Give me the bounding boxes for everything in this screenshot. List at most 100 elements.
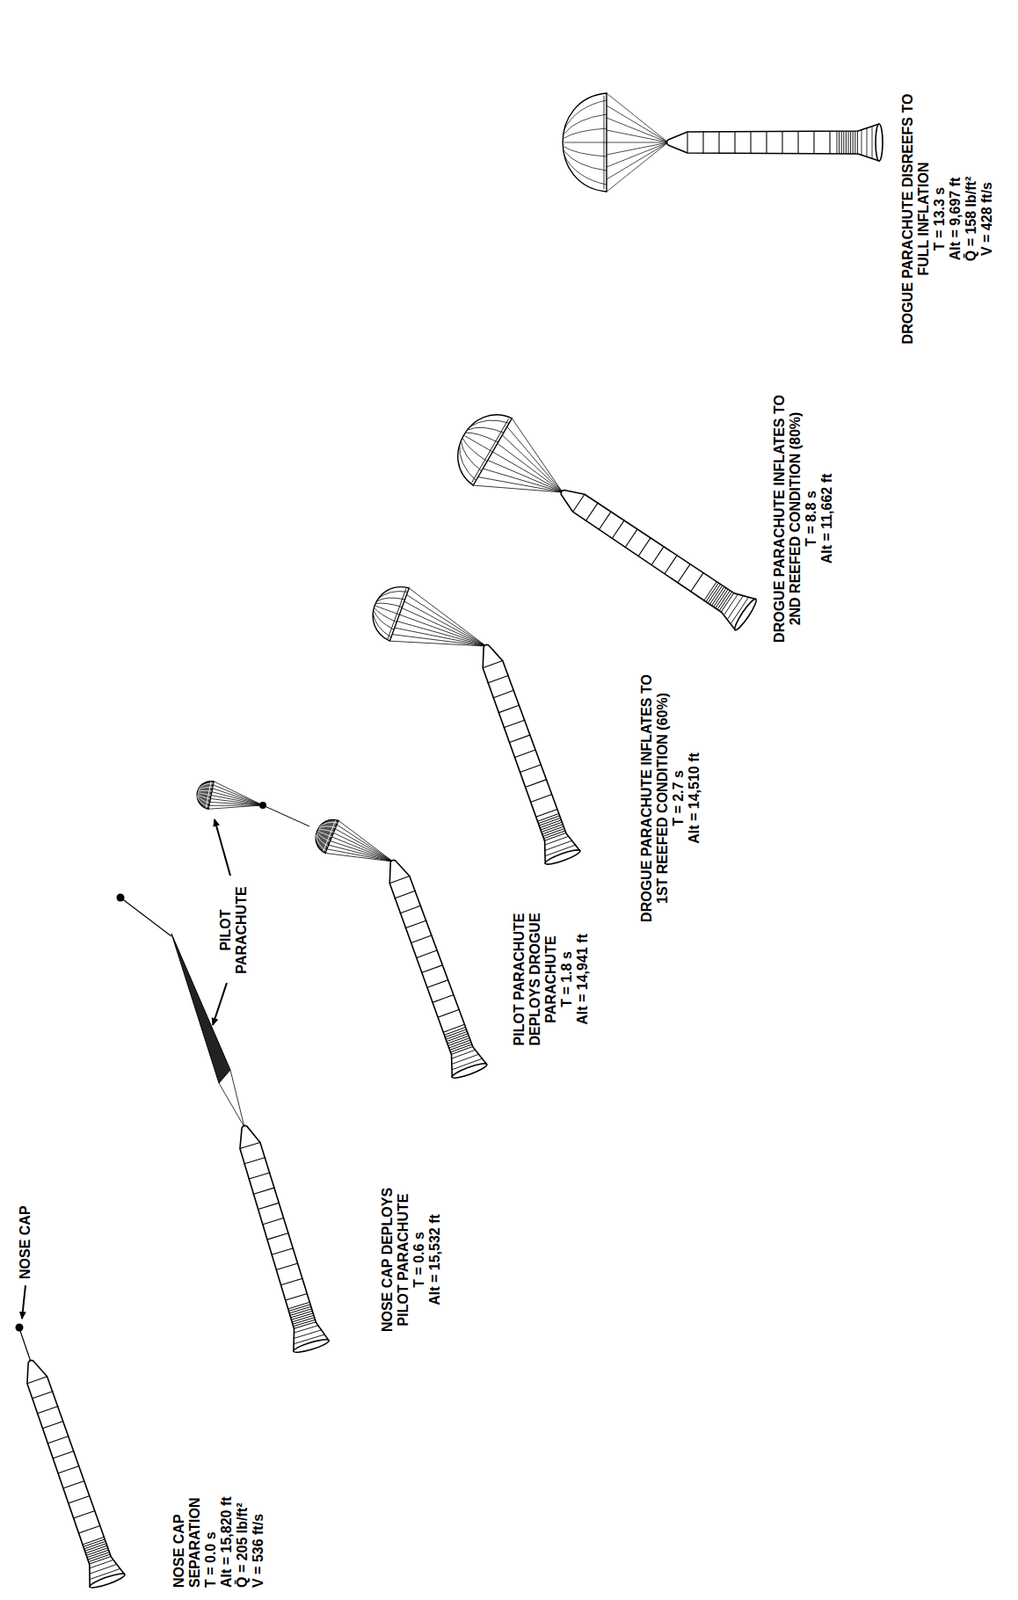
booster-band [410,935,432,944]
booster-band [713,588,727,608]
gore-line [375,605,400,615]
booster-band [280,1278,303,1286]
caption-text: Alt = 9,697 ft [947,87,964,351]
parachute [443,401,582,526]
booster-band [31,1390,54,1399]
suspension-line [492,426,577,493]
booster-band [285,1293,308,1301]
booster-band [437,1009,459,1018]
caption-text: DROGUE PARACHUTE INFLATES TO 2ND REEFED … [771,382,804,655]
caption-text: Q̄ = 158 lb/ft² [963,87,980,351]
gore-line [370,610,399,630]
leader-line [212,982,227,1026]
skirt-band [89,1563,117,1574]
caption-text: T = 13.3 s [931,87,948,351]
suspension-line [606,117,669,143]
canopy [194,778,214,809]
booster-band [415,950,437,959]
booster-band [638,537,651,557]
skirt-band [545,840,573,851]
nozzle-rim [292,1337,331,1355]
gore-line [313,834,331,847]
booster-band [664,554,677,575]
gore-line [564,128,608,139]
booster-band [854,130,856,154]
nose-cap [259,801,267,809]
caption-group: DROGUE PARACHUTE DISREEFS TO FULL INFLAT… [900,87,996,351]
booster-band [707,583,720,604]
suspension-line [325,836,393,879]
booster-band [42,1420,65,1429]
booster-band [651,545,664,566]
gore-line [377,590,406,611]
caption-text: T = 1.8 s [559,900,575,1059]
booster-band [487,675,509,684]
booster-band [598,510,611,531]
caption-group: NOSE CAP DEPLOYS PILOT PARACHUTET = 0.6 … [379,1174,444,1346]
booster-band [493,690,515,699]
caption-text: Alt = 14,941 ft [574,900,591,1059]
parachute [194,778,266,820]
booster-body [375,853,488,1077]
booster [13,1354,126,1591]
gore-line [448,443,488,480]
booster-band [712,586,725,606]
booster-band [705,582,719,603]
booster-band [677,563,691,583]
booster-band [734,130,735,154]
suspension-line [392,614,487,666]
caption-group: NOSE CAP [17,1173,34,1280]
caption-text: Alt = 15,532 ft [427,1174,444,1346]
gore-line [469,407,509,444]
leader-line [214,819,231,876]
booster-band [781,130,783,154]
booster-band [719,591,732,611]
booster-band [857,130,859,154]
booster [468,638,582,866]
booster-band [78,1525,101,1534]
caption-text: NOSE CAP [17,1173,34,1280]
canopy [562,93,607,192]
suspension-line [208,795,263,820]
suspension-line [606,130,669,143]
booster-band [852,130,854,154]
booster-band [261,1217,284,1225]
booster-band [394,890,416,899]
booster-band [58,1465,80,1474]
gore-line [564,146,608,157]
canopy-band [472,418,509,482]
nozzle-rim [450,1061,488,1081]
suspension-line [606,142,669,155]
booster-band [702,130,704,154]
booster-band [765,130,767,154]
booster-band [828,130,830,154]
booster-band [450,1046,473,1055]
gore-line [564,142,608,144]
booster-band [715,588,728,609]
booster-band [509,734,531,743]
gore-line [453,441,490,472]
canopy-band [323,820,336,851]
riser-line [218,1083,245,1128]
gore-line [319,816,338,833]
nose-cap [15,1323,24,1332]
skirt-band [866,128,868,158]
skirt-band [861,130,863,156]
caption-text: Alt = 14,510 ft [686,661,703,935]
booster-band [389,876,410,884]
booster-band [432,994,454,1003]
booster-band [704,581,717,602]
booster-band [524,779,546,788]
tether-line [19,1328,31,1362]
booster-band [717,590,730,611]
suspension-line [210,792,264,806]
booster-band [718,130,720,154]
booster-band [514,749,536,758]
suspension-line [492,435,573,493]
booster-band [405,920,427,929]
booster-body [667,123,880,161]
booster-band [27,1376,48,1384]
canopy-band [603,95,605,190]
booster-band [253,1187,276,1195]
